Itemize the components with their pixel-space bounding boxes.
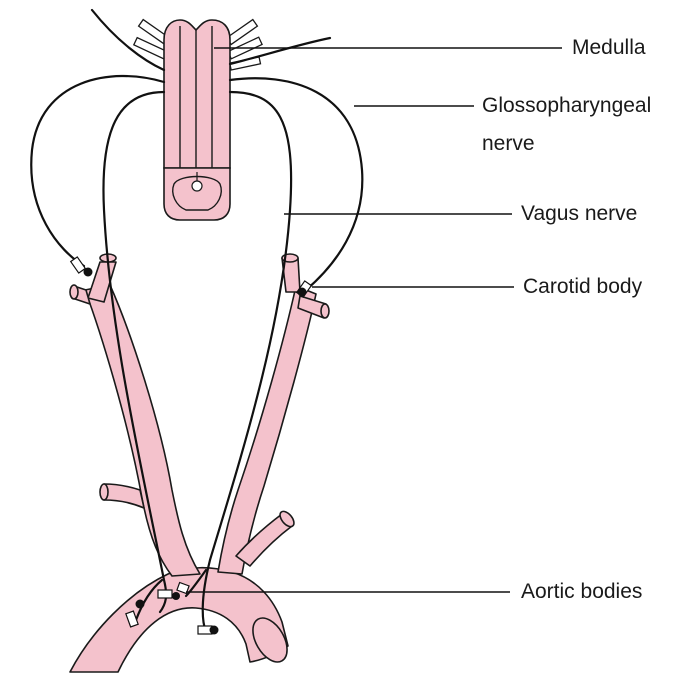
medulla-body xyxy=(164,20,230,168)
aortic-bodies-label: Aortic bodies xyxy=(521,579,642,605)
medulla-label: Medulla xyxy=(572,35,646,61)
right-common-carotid-artery xyxy=(85,285,200,576)
right-subclavian-artery xyxy=(104,484,144,508)
arteries xyxy=(70,254,329,672)
carotid-body-label: Carotid body xyxy=(523,274,642,300)
right-carotid-body xyxy=(71,257,93,277)
medulla xyxy=(134,20,262,220)
right-glossopharyngeal-nerve xyxy=(31,76,164,266)
glossopharyngeal-label-line2: nerve xyxy=(482,131,535,157)
vagus-nerve-label: Vagus nerve xyxy=(521,201,637,227)
glossopharyngeal-label-line1: Glossopharyngeal xyxy=(482,93,651,119)
